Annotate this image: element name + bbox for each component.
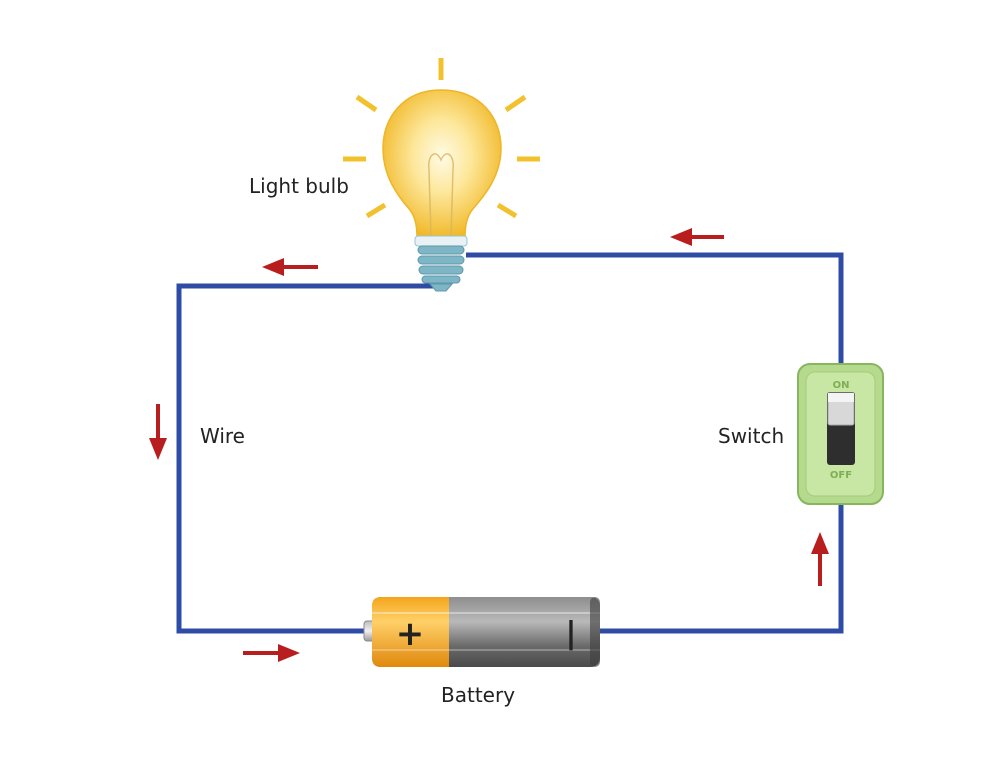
bulb-collar [414,235,468,247]
current-arrows [149,228,829,662]
current-arrow-icon [670,228,724,246]
wire-bottom-right [600,502,844,634]
battery-icon: + | [363,597,600,667]
wire-label: Wire [200,424,245,448]
wire-top-right [466,252,844,366]
light-rays [343,58,540,219]
battery-positive-sign: + [396,614,425,654]
wire-left [176,283,440,634]
switch-on-label: ON [833,380,850,391]
wire [176,252,844,634]
current-arrow-icon [262,258,318,276]
current-arrow-icon [243,644,300,662]
switch-label: Switch [718,424,785,448]
current-arrow-icon [811,532,829,586]
switch-icon[interactable]: ON OFF [797,363,884,505]
battery-positive-end [372,597,449,667]
bulb-base [417,245,465,292]
bulb-glass [382,89,502,239]
battery-negative-sign: | [566,616,577,651]
light-bulb-label: Light bulb [249,174,349,198]
battery-label: Battery [441,683,516,707]
filament [427,153,455,239]
switch-off-label: OFF [830,470,852,481]
light-bulb-icon [343,58,540,292]
current-arrow-icon [149,404,167,460]
